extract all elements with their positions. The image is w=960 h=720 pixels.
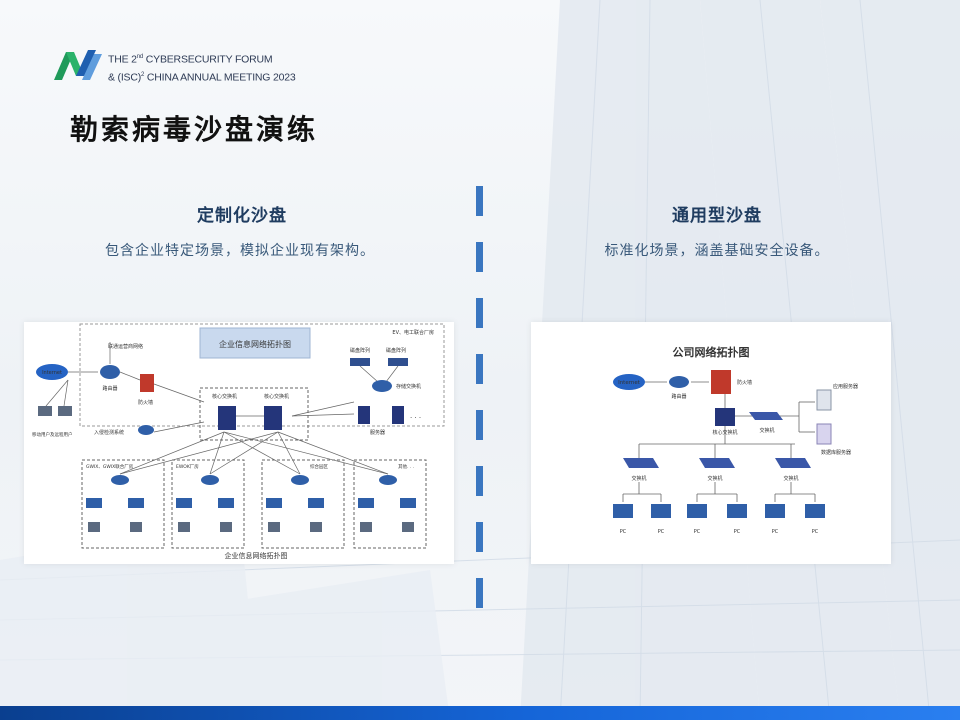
core-switch-icon	[715, 408, 735, 426]
zone-3-label: 综合园区	[310, 463, 328, 470]
core-switch-label: 核心交换机	[712, 429, 737, 436]
internet-cloud-icon	[613, 374, 645, 390]
core-switch-1-label: 核心交换机	[212, 393, 237, 400]
laptop-icon	[58, 406, 72, 416]
core-switch-icon	[264, 406, 282, 430]
banner-box	[199, 327, 311, 359]
storage-switch-label: 存储交换机	[396, 383, 421, 390]
top-right-note: EV、电工联合厂房	[392, 329, 434, 336]
zone-2-label: EWOK厂房	[176, 463, 199, 470]
zone-pc-icons	[88, 522, 414, 532]
internet-label: Internet	[618, 380, 641, 386]
remote-users-label: 移动用户及远程用户	[32, 431, 73, 438]
router-label: 路由器	[671, 393, 686, 400]
zone-1-label: GWIX、GWIX联合厂房	[86, 463, 134, 470]
firewall-icon	[711, 370, 731, 394]
isp-label: 联通运营商网络	[108, 343, 143, 350]
left-description: 包含企业特定场景，模拟企业现有架构。	[105, 243, 375, 259]
switch-label: 交换机	[759, 427, 774, 434]
storage-array-icon	[350, 358, 370, 366]
internet-label: Internet	[42, 370, 62, 376]
zone-switch-icons	[86, 475, 416, 508]
switch-icon	[749, 412, 783, 420]
storage-2-label: 磁盘阵列	[386, 347, 406, 354]
right-heading: 通用型沙盘	[672, 206, 762, 226]
banner-label: 企业信息网络拓扑图	[219, 339, 291, 349]
switch-icon	[623, 458, 659, 468]
ellipsis-label: · · ·	[410, 414, 421, 422]
server-icon	[358, 406, 370, 424]
diagram-caption: 企业信息网络拓扑图	[225, 551, 288, 560]
internet-cloud-icon	[36, 364, 68, 380]
switch-1-label: 交换机	[631, 475, 646, 482]
pc-label: PC	[734, 529, 741, 535]
bottom-accent-bar	[0, 706, 960, 720]
servers-label: 服务器	[370, 429, 385, 436]
diagram-title: 公司网络拓扑图	[673, 345, 750, 359]
app-server-label: 应用服务器	[833, 383, 858, 390]
db-server-label: 数据库服务器	[821, 449, 851, 456]
storage-switch-icon	[372, 380, 392, 392]
pc-label: PC	[694, 529, 701, 535]
pc-label: PC	[658, 529, 665, 535]
custom-topology-diagram: 企业信息网络拓扑图 EV、电工联合厂房 联通运营商网络	[24, 322, 454, 564]
pc-label: PC	[772, 529, 779, 535]
core-switch-icon	[218, 406, 236, 430]
server-icon	[392, 406, 404, 424]
switch-2-label: 交换机	[707, 475, 722, 482]
router-icon	[669, 376, 689, 388]
db-server-icon	[816, 423, 832, 445]
pc-icons	[613, 504, 825, 518]
switch-3-label: 交换机	[783, 475, 798, 482]
core-switch-2-label: 核心交换机	[264, 393, 289, 400]
column-divider	[476, 186, 484, 612]
storage-array-icon	[388, 358, 408, 366]
storage-1-label: 磁盘阵列	[350, 347, 370, 354]
pc-label: PC	[620, 529, 627, 535]
generic-topology-diagram: 公司网络拓扑图 Internet	[531, 322, 891, 564]
switch-icon	[699, 458, 735, 468]
zone-4-label: 其他. . .	[398, 463, 414, 470]
firewall-label: 防火墙	[737, 379, 752, 386]
firewall-label: 防火墙	[138, 399, 153, 406]
forum-name: THE 2nd CYBERSECURITY FORUM & (ISC)2 CHI…	[108, 53, 296, 84]
left-heading: 定制化沙盘	[197, 206, 287, 226]
router-icon	[100, 365, 120, 379]
pc-label: PC	[812, 529, 819, 535]
switch-icon	[775, 458, 811, 468]
page-title: 勒索病毒沙盘演练	[70, 113, 319, 146]
app-server-icon	[816, 389, 832, 411]
router-label: 路由器	[102, 385, 117, 392]
ids-icon	[138, 425, 154, 435]
laptop-icon	[38, 406, 52, 416]
right-description: 标准化场景，涵盖基础安全设备。	[604, 243, 830, 259]
firewall-icon	[140, 374, 154, 392]
ids-label: 入侵检测系统	[94, 429, 124, 436]
forum-logo-icon	[54, 50, 102, 80]
